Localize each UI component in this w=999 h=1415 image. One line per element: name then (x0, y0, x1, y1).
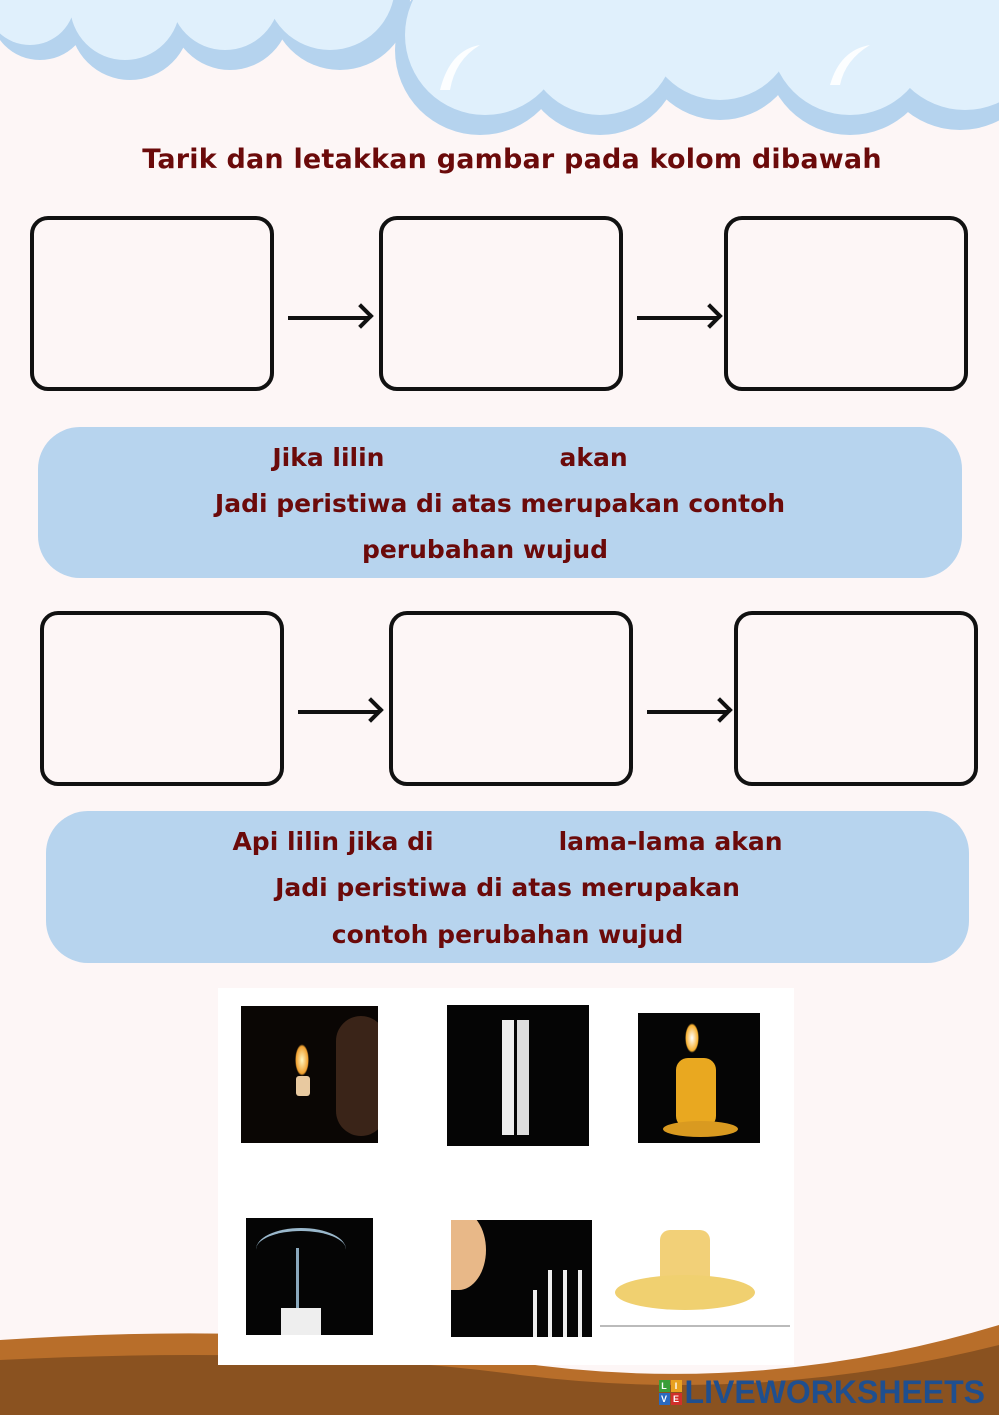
drop-box-1-2[interactable] (379, 216, 623, 391)
draggable-image-smoking-candle[interactable] (246, 1218, 373, 1335)
drop-box-2-3[interactable] (734, 611, 978, 786)
sentence-1-part-b: akan (559, 443, 628, 472)
sentence-panel-1: Jika lilin akan Jadi peristiwa di atas me… (38, 427, 962, 578)
draggable-image-melted-wax[interactable] (600, 1210, 790, 1330)
sentence-2-line-2: Jadi peristiwa di atas merupakan (275, 873, 740, 902)
sentence-panel-2: Api lilin jika di lama-lama akan Jadi per… (46, 811, 969, 963)
drop-box-1-3[interactable] (724, 216, 968, 391)
draggable-image-white-candles[interactable] (447, 1005, 589, 1146)
sentence-2-line-3: contoh perubahan wujud (331, 920, 684, 949)
arrow-icon (637, 316, 717, 320)
clouds-decoration (0, 0, 999, 135)
sentence-2-part-a: Api lilin jika di (232, 827, 434, 856)
sentence-1-part-a: Jika lilin (272, 443, 385, 472)
sentence-1-line-2: Jadi peristiwa di atas merupakan contoh (214, 489, 786, 518)
arrow-icon (298, 710, 378, 714)
sentence-1-line-3: perubahan wujud (361, 535, 609, 564)
drop-box-2-1[interactable] (40, 611, 284, 786)
drop-box-1-1[interactable] (30, 216, 274, 391)
draggable-image-lighting-candle[interactable] (241, 1006, 378, 1143)
arrow-icon (288, 316, 368, 320)
instruction-title: Tarik dan letakkan gambar pada kolom dib… (142, 144, 882, 175)
drop-box-2-2[interactable] (389, 611, 633, 786)
logo-text: LIVEWORKSHEETS (684, 1374, 985, 1410)
draggable-image-blowing-candles[interactable] (451, 1220, 592, 1337)
arrow-icon (647, 710, 727, 714)
sentence-2-part-b: lama-lama akan (558, 827, 783, 856)
draggable-image-melting-candle[interactable] (638, 1013, 760, 1143)
